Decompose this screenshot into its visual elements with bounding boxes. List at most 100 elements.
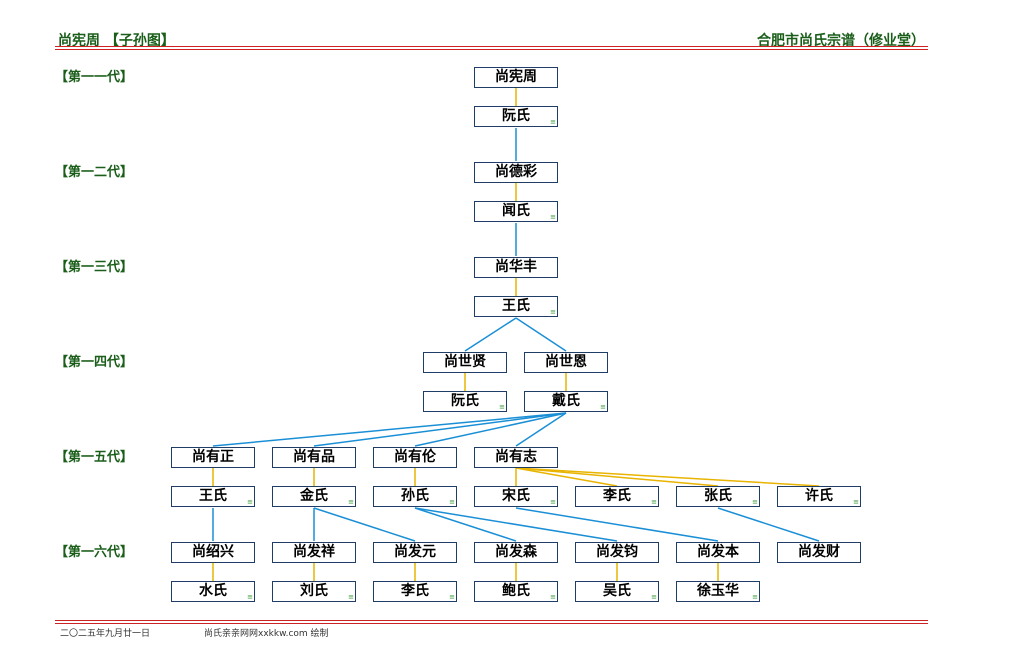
spouse-box[interactable]: 水氏 ≡ (171, 581, 255, 602)
person-name: 尚宪周 (495, 69, 537, 85)
person-name: 尚发祥 (293, 544, 335, 560)
spouse-name: 吴氏 (603, 583, 631, 599)
descent-links (212, 128, 820, 542)
descent-link (414, 412, 567, 447)
footer-credit: 尚氏亲亲网网xxkkw.com 绘制 (204, 629, 329, 639)
spouse-box[interactable]: 金氏 ≡ (272, 486, 356, 507)
person-box[interactable]: 尚华丰 (474, 257, 558, 278)
spouse-box[interactable]: 阮氏 ≡ (474, 106, 558, 127)
spouse-marker-icon: ≡ (449, 593, 455, 601)
person-box[interactable]: 尚德彩 (474, 162, 558, 183)
spouse-box[interactable]: 李氏 ≡ (373, 581, 457, 602)
person-box[interactable]: 尚有品 (272, 447, 356, 468)
person-box[interactable]: 尚有正 (171, 447, 255, 468)
person-name: 尚世恩 (545, 354, 587, 370)
spouse-marker-icon: ≡ (550, 213, 556, 221)
descent-link (313, 507, 416, 542)
person-box[interactable]: 尚绍兴 (171, 542, 255, 563)
spouse-box[interactable]: 吴氏 ≡ (575, 581, 659, 602)
footer-rule-top (55, 620, 928, 621)
person-name: 尚发元 (394, 544, 436, 560)
spouse-marker-icon: ≡ (247, 593, 253, 601)
descent-link (414, 507, 517, 542)
marriage-link (515, 467, 618, 487)
generation-label-11: 【第一一代】 (55, 70, 134, 85)
spouse-name: 刘氏 (300, 583, 328, 599)
person-box[interactable]: 尚宪周 (474, 67, 558, 88)
person-name: 尚有志 (495, 449, 537, 465)
spouse-marker-icon: ≡ (348, 498, 354, 506)
spouse-box[interactable]: 张氏≡ (676, 486, 760, 507)
person-box[interactable]: 尚有伦 (373, 447, 457, 468)
spouse-box[interactable]: 李氏≡ (575, 486, 659, 507)
person-box[interactable]: 尚世贤 (423, 352, 507, 373)
spouse-name: 闻氏 (502, 203, 530, 219)
person-name: 尚有品 (293, 449, 335, 465)
spouse-box[interactable]: 王氏 ≡ (171, 486, 255, 507)
spouse-box[interactable]: 鲍氏 ≡ (474, 581, 558, 602)
spouse-name: 阮氏 (451, 393, 479, 409)
person-name: 尚发财 (798, 544, 840, 560)
person-name: 尚有伦 (394, 449, 436, 465)
person-box[interactable]: 尚发财 (777, 542, 861, 563)
spouse-marker-icon: ≡ (651, 498, 657, 506)
spouse-box[interactable]: 闻氏 ≡ (474, 201, 558, 222)
generation-label-12: 【第一二代】 (55, 165, 134, 180)
spouse-box[interactable]: 王氏≡ (474, 296, 558, 317)
spouse-marker-icon: ≡ (752, 593, 758, 601)
spouse-name: 王氏 (199, 488, 227, 504)
descent-link (212, 412, 567, 447)
spouse-box[interactable]: 宋氏 ≡ (474, 486, 558, 507)
spouse-marker-icon: ≡ (853, 498, 859, 506)
clan-title: 合肥市尚氏宗谱（修业堂） (757, 33, 925, 49)
spouse-marker-icon: ≡ (247, 498, 253, 506)
spouse-box[interactable]: 许氏 ≡ (777, 486, 861, 507)
spouse-name: 孙氏 (401, 488, 429, 504)
spouse-marker-icon: ≡ (550, 593, 556, 601)
spouse-name: 王氏 (502, 298, 530, 314)
spouse-box[interactable]: 孙氏 ≡ (373, 486, 457, 507)
page-title: 尚宪周 【子孙图】 (58, 33, 175, 49)
spouse-box[interactable]: 戴氏≡ (524, 391, 608, 412)
spouse-marker-icon: ≡ (600, 403, 606, 411)
footer-rule-bottom (55, 623, 928, 624)
spouse-name: 李氏 (401, 583, 429, 599)
descent-link (515, 412, 567, 447)
header-rule-top (55, 46, 928, 47)
spouse-marker-icon: ≡ (651, 593, 657, 601)
marriage-link (515, 467, 719, 487)
descent-link (515, 507, 719, 542)
spouse-name: 许氏 (805, 488, 833, 504)
spouse-name: 金氏 (300, 488, 328, 504)
person-box[interactable]: 尚世恩 (524, 352, 608, 373)
person-box[interactable]: 尚发祥 (272, 542, 356, 563)
person-name: 尚绍兴 (192, 544, 234, 560)
person-name: 尚发森 (495, 544, 537, 560)
footer-date: 二〇二五年九月廿一日 (60, 629, 151, 639)
person-box[interactable]: 尚有志 (474, 447, 558, 468)
spouse-marker-icon: ≡ (499, 403, 505, 411)
marriage-link (515, 467, 820, 487)
spouse-marker-icon: ≡ (449, 498, 455, 506)
person-name: 尚发钧 (596, 544, 638, 560)
person-box[interactable]: 尚发森 (474, 542, 558, 563)
person-name: 尚世贤 (444, 354, 486, 370)
spouse-marker-icon: ≡ (550, 498, 556, 506)
descent-link (313, 412, 567, 447)
spouse-name: 阮氏 (502, 108, 530, 124)
descent-link (515, 317, 567, 352)
generation-label-14: 【第一四代】 (55, 355, 134, 370)
spouse-name: 宋氏 (502, 488, 530, 504)
spouse-box[interactable]: 徐玉华≡ (676, 581, 760, 602)
spouse-marker-icon: ≡ (550, 118, 556, 126)
descent-link (717, 507, 820, 542)
spouse-name: 鲍氏 (502, 583, 530, 599)
person-box[interactable]: 尚发本 (676, 542, 760, 563)
person-name: 尚发本 (697, 544, 739, 560)
spouse-box[interactable]: 阮氏 ≡ (423, 391, 507, 412)
spouse-box[interactable]: 刘氏≡ (272, 581, 356, 602)
person-box[interactable]: 尚发钧 (575, 542, 659, 563)
spouse-name: 水氏 (199, 583, 227, 599)
person-box[interactable]: 尚发元 (373, 542, 457, 563)
